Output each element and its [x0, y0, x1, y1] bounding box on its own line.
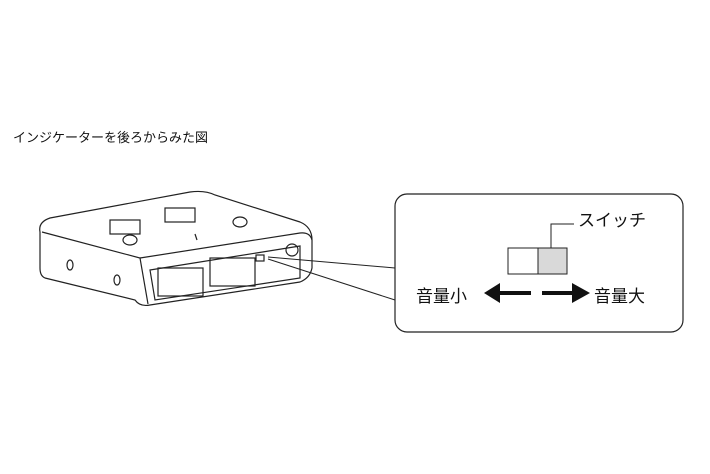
device-illustration [39, 190, 313, 307]
volume-high-label: 音量大 [594, 287, 645, 307]
callout-leader-lines [267, 256, 396, 301]
volume-low-label: 音量小 [416, 287, 467, 307]
switch-label: スイッチ [578, 211, 646, 231]
arrow-left-icon [484, 283, 531, 303]
switch-leader-line [550, 223, 574, 248]
diagram-title: インジケーターを後ろからみた図 [13, 131, 209, 146]
arrow-right-icon [542, 283, 590, 303]
switch-right-position [537, 247, 568, 275]
switch-on-device [255, 254, 265, 262]
switch-left-position [507, 247, 539, 275]
